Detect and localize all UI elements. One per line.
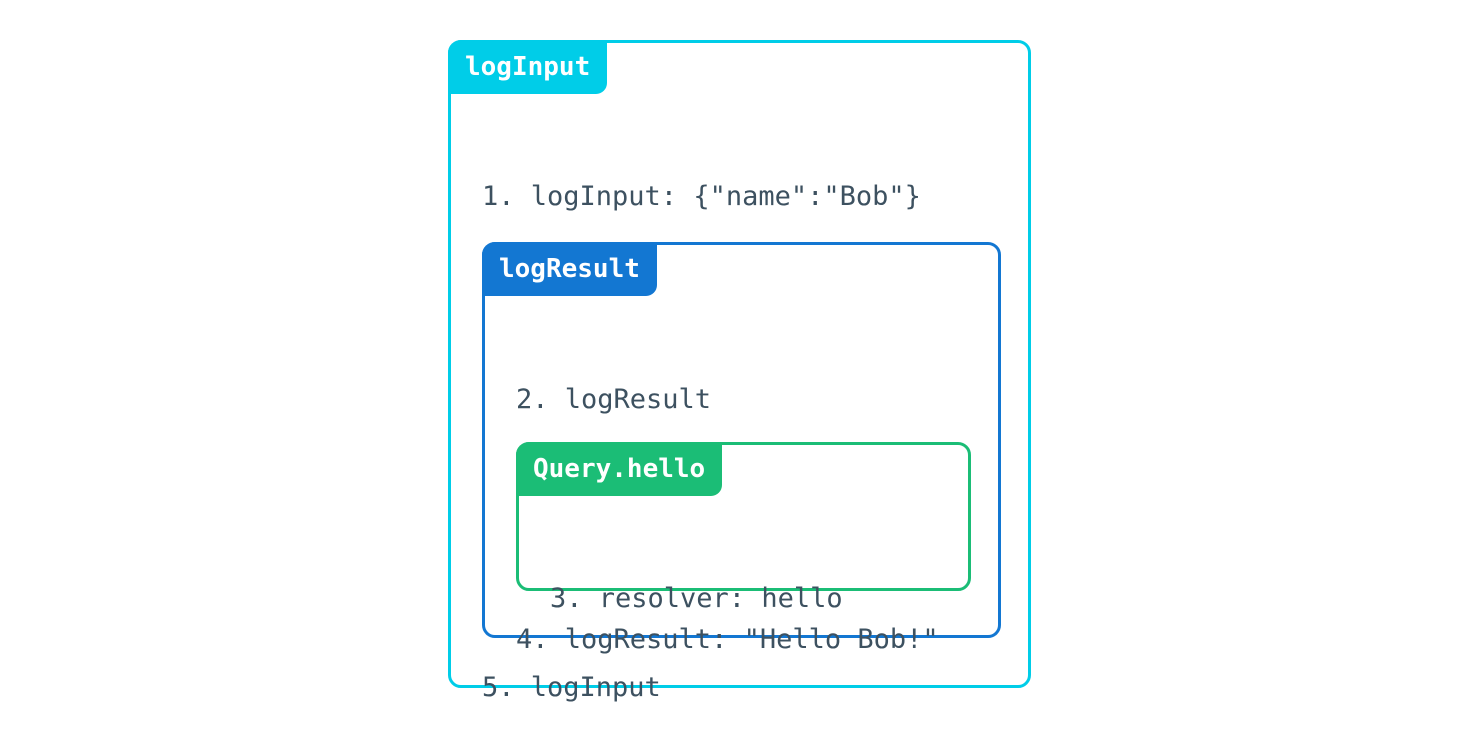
box-tab-query-hello: Query.hello: [516, 442, 723, 496]
box-log-result: logResult 2. logResult Query.hello 3. re…: [482, 242, 1001, 655]
box-query-hello: Query.hello 3. resolver: hello: [516, 442, 971, 614]
trace-line-1: 1. logInput: {"name":"Bob"}: [482, 181, 921, 212]
trace-line-3: 3. resolver: hello: [550, 583, 843, 614]
box-tab-log-input: logInput: [448, 40, 608, 94]
box-log-input: logInput 1. logInput: {"name":"Bob"} log…: [448, 40, 1031, 703]
box-tab-log-result: logResult: [482, 242, 657, 296]
trace-line-2: 2. logResult: [516, 384, 712, 415]
trace-line-5: 5. logInput: [482, 672, 661, 703]
trace-line-4: 4. logResult: "Hello Bob!": [516, 624, 939, 655]
